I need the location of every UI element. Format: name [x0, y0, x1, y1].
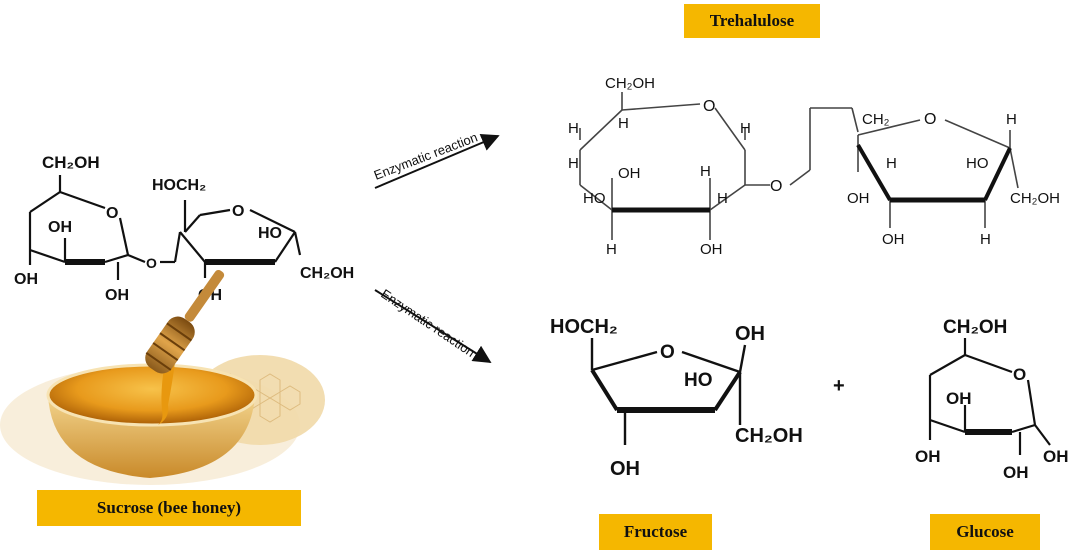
upper-reaction-label: Enzymatic reaction [372, 129, 480, 182]
glucose-oh3: OH [1043, 447, 1069, 466]
trehalulose-oh2: OH [700, 241, 723, 258]
glucose-ch2oh: CH₂OH [943, 317, 1007, 338]
trehalulose-ch2: CH₂ [862, 111, 890, 128]
trehalulose-h3: H [740, 120, 751, 137]
fructose-structure: HOCH₂ O OH HO CH₂OH OH [550, 316, 803, 480]
trehalulose-h9: H [886, 155, 897, 172]
sucrose-ch2oh-2: CH₂OH [300, 265, 354, 282]
fructose-oh2: OH [610, 458, 640, 480]
trehalulose-h2: H [568, 120, 579, 137]
trehalulose-h10: H [980, 231, 991, 248]
trehalulose-ho2: HO [966, 155, 989, 172]
trehalulose-h5: H [700, 163, 711, 180]
fructose-ho: HO [684, 370, 713, 391]
sucrose-ring-oxygen-1: O [106, 205, 118, 222]
sucrose-oh-a: OH [48, 219, 72, 236]
trehalulose-bridge-o: O [770, 178, 782, 195]
trehalulose-h7: H [606, 241, 617, 258]
trehalulose-oh3: OH [847, 190, 870, 207]
fructose-hoch2: HOCH₂ [550, 316, 618, 338]
sucrose-hoch2-label: HOCH₂ [152, 177, 206, 194]
sucrose-bridge-oxygen: O [146, 255, 157, 271]
trehalulose-ch2oh: CH₂OH [605, 75, 655, 92]
glucose-oh4: OH [1003, 463, 1029, 482]
reaction-arrows: Enzymatic reaction Enzymatic reaction [372, 129, 500, 363]
plus-sign: + [833, 375, 845, 397]
sucrose-oh-b: OH [14, 271, 38, 288]
trehalulose-oh4: OH [882, 231, 905, 248]
trehalulose-ch2oh-2: CH₂OH [1010, 190, 1060, 207]
trehalulose-ho1: HO [583, 190, 606, 207]
fructose-oh1: OH [735, 323, 765, 345]
glucose-oh2: OH [915, 447, 941, 466]
lower-reaction-label: Enzymatic reaction [378, 286, 477, 360]
glucose-oh1: OH [946, 389, 972, 408]
honey-dipper-bowl-picture [0, 269, 325, 485]
trehalulose-h1: H [618, 115, 629, 132]
trehalulose-h4: H [568, 155, 579, 172]
fructose-label: Fructose [599, 514, 712, 550]
sucrose-ring-oxygen-2: O [232, 203, 244, 220]
glucose-structure: CH₂OH O OH OH OH OH OH [915, 317, 1069, 482]
sucrose-oh-c: OH [105, 287, 129, 304]
lower-reaction-arrow [374, 289, 492, 363]
trehalulose-structure: CH₂OH H H O H H OH H HO H O H OH CH₂ O H… [568, 75, 1060, 258]
sucrose-ho-a: HO [258, 225, 282, 242]
fructose-ch2oh: CH₂OH [735, 425, 803, 447]
sucrose-structure: CH₂OH O OH OH OH O HOCH₂ O HO [14, 153, 354, 304]
trehalulose-h6: H [717, 190, 728, 207]
trehalulose-h8: H [1006, 111, 1017, 128]
sucrose-label: Sucrose (bee honey) [37, 490, 301, 526]
glucose-ring-oxygen: O [1013, 365, 1026, 384]
trehalulose-ring-o1: O [703, 98, 715, 115]
trehalulose-ring-o2: O [924, 111, 936, 128]
glucose-label: Glucose [930, 514, 1040, 550]
sucrose-ch2oh-label: CH₂OH [42, 153, 100, 172]
fructose-ring-oxygen: O [660, 342, 675, 363]
upper-reaction-arrow [374, 134, 500, 189]
trehalulose-oh1: OH [618, 165, 641, 182]
trehalulose-label: Trehalulose [684, 4, 820, 38]
